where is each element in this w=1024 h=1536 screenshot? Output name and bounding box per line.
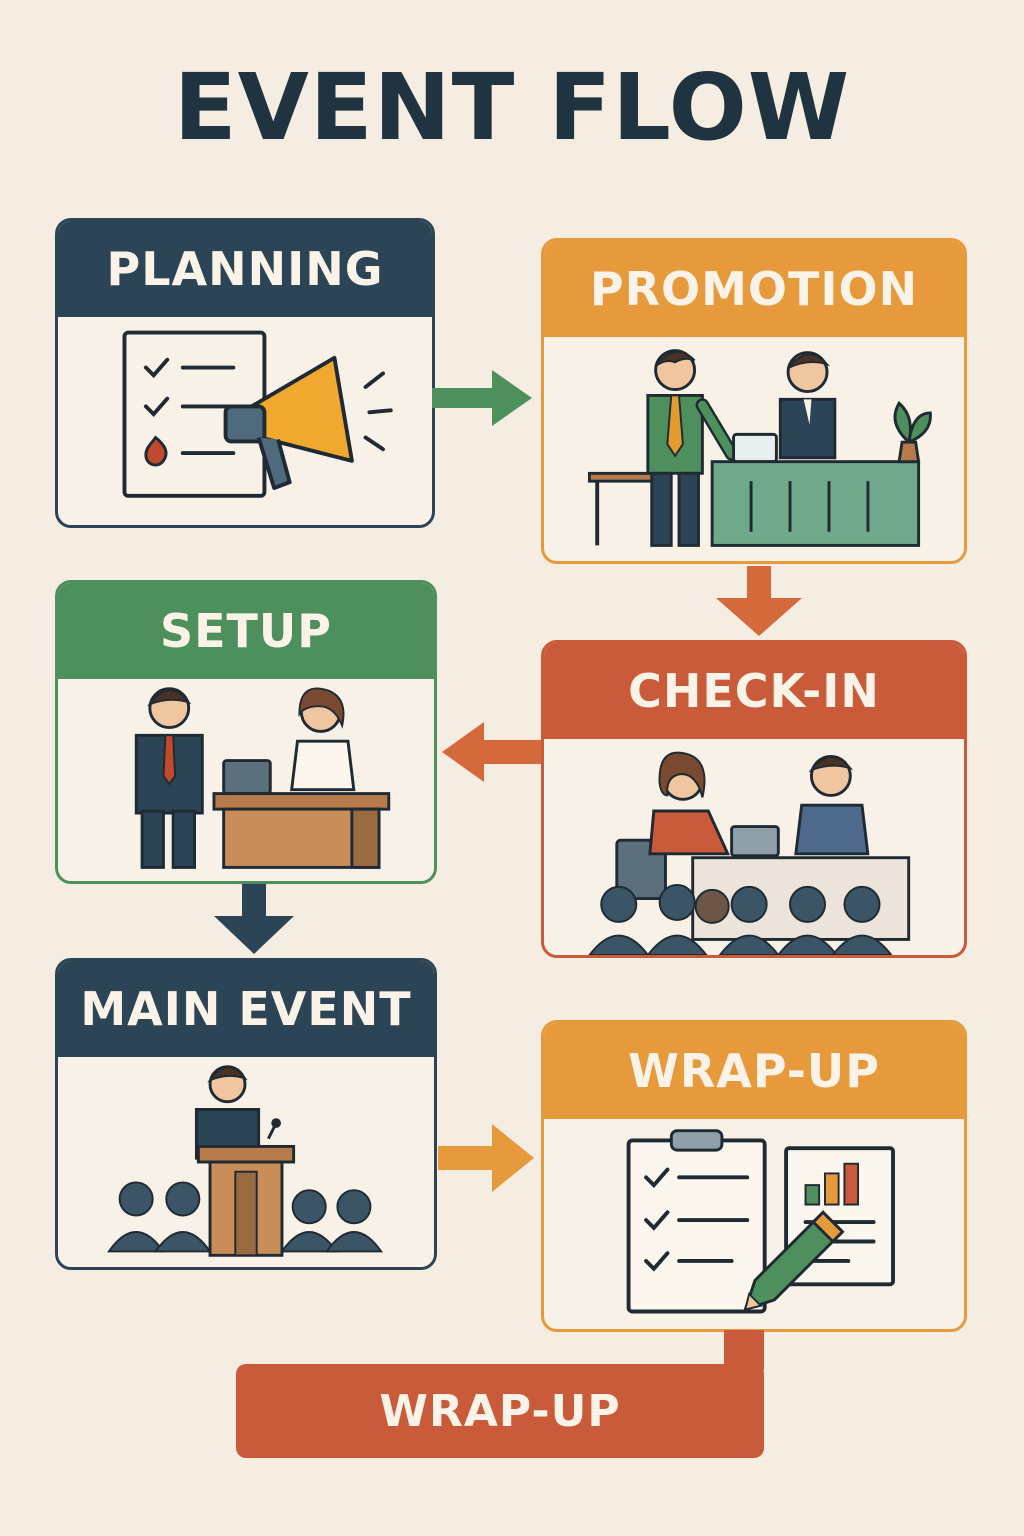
arrow-down-icon [214, 884, 294, 954]
promotion-booth-icon [544, 337, 964, 561]
step-planning[interactable]: PLANNING [55, 218, 435, 528]
step-checkin-label: CHECK-IN [544, 643, 964, 739]
step-setup[interactable]: SETUP [55, 580, 437, 884]
checkin-desk-icon [544, 739, 964, 955]
step-promotion[interactable]: PROMOTION [541, 238, 967, 564]
arrow-down-icon [716, 566, 802, 636]
checklist-megaphone-icon [58, 317, 432, 525]
step-promotion-label: PROMOTION [544, 241, 964, 337]
step-setup-label: SETUP [58, 583, 434, 679]
page-title: EVENT FLOW [173, 54, 851, 161]
speaker-podium-icon [58, 1057, 434, 1267]
step-wrapup[interactable]: WRAP-UP [541, 1020, 967, 1332]
step-main-event-label: MAIN EVENT [58, 961, 434, 1057]
flow-connector [724, 1330, 764, 1370]
step-wrapup-label: WRAP-UP [544, 1023, 964, 1119]
setup-desk-icon [58, 679, 434, 881]
arrow-right-icon [438, 1124, 534, 1192]
step-checkin[interactable]: CHECK-IN [541, 640, 967, 958]
final-wrapup-bar[interactable]: WRAP-UP [236, 1364, 764, 1458]
arrow-right-icon [432, 370, 532, 426]
step-planning-label: PLANNING [58, 221, 432, 317]
step-main-event[interactable]: MAIN EVENT [55, 958, 437, 1270]
clipboard-report-icon [544, 1119, 964, 1329]
arrow-left-icon [442, 722, 544, 782]
